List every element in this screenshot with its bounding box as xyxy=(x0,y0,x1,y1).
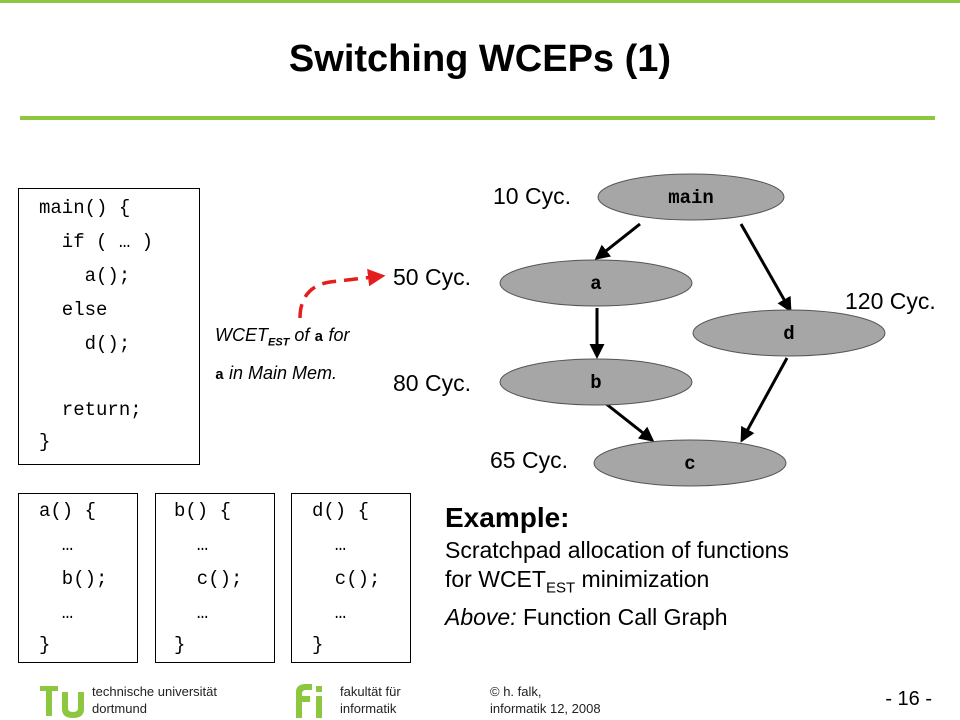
a-code-box: a() { … b(); … } xyxy=(18,493,138,663)
code-line: } xyxy=(39,431,51,453)
edge-b-c xyxy=(604,401,655,442)
cycles-a: 50 Cyc. xyxy=(393,264,471,290)
node-b xyxy=(499,358,693,406)
b-code-box: b() { … c(); … } xyxy=(155,493,275,663)
node-a xyxy=(499,259,693,307)
code-line: … xyxy=(312,534,347,556)
code-line: … xyxy=(174,534,209,556)
node-main xyxy=(597,173,785,221)
code-line: … xyxy=(39,534,74,556)
code-line: b(); xyxy=(39,568,108,590)
top-accent-line xyxy=(0,0,960,3)
cycles-d: 120 Cyc. xyxy=(845,288,936,314)
example-line-3: Above: Function Call Graph xyxy=(445,603,728,630)
edge-main-a xyxy=(594,222,641,260)
node-d xyxy=(692,309,886,357)
example-line-1: Scratchpad allocation of functions xyxy=(445,537,789,563)
code-line: return; xyxy=(39,399,142,421)
code-line: … xyxy=(39,602,74,624)
code-line: a(); xyxy=(39,265,131,287)
slide-title: Switching WCEPs (1) xyxy=(288,38,672,80)
fi-logo-icon xyxy=(296,684,322,718)
edge-d-c xyxy=(740,357,789,443)
annotation-line-2: a in Main Mem. xyxy=(215,362,338,384)
code-line: … xyxy=(174,602,209,624)
example-block: Example: Scratchpad allocation of functi… xyxy=(445,500,945,632)
node-a-label: a xyxy=(590,273,601,295)
example-heading: Example: xyxy=(445,502,570,533)
wcet-annotation: WCETEST of a for a in Main Mem. xyxy=(215,320,445,391)
code-line: c(); xyxy=(312,568,381,590)
example-line-2: for WCETEST minimization xyxy=(445,566,710,597)
code-line: if ( … ) xyxy=(39,231,154,253)
code-line: main() { xyxy=(39,197,131,219)
code-line: } xyxy=(39,634,51,656)
node-c-label: c xyxy=(684,453,695,475)
code-line: else xyxy=(39,299,108,321)
wcet-pointer-arrow xyxy=(298,268,386,319)
code-line: } xyxy=(312,634,324,656)
main-code-box: main() { if ( … ) a(); else d(); return;… xyxy=(18,188,200,465)
edge-main-d xyxy=(739,223,792,313)
node-d-label: d xyxy=(783,323,794,345)
cycles-b: 80 Cyc. xyxy=(393,370,471,396)
code-line: } xyxy=(174,634,186,656)
annotation-line-1: WCETEST of a for xyxy=(215,325,350,349)
code-line: d() { xyxy=(312,500,370,522)
code-line: c(); xyxy=(174,568,243,590)
title-underline xyxy=(20,116,935,120)
tu-logo-icon xyxy=(40,686,84,718)
code-line: a() { xyxy=(39,500,97,522)
node-b-label: b xyxy=(590,372,601,394)
code-line: b() { xyxy=(174,500,232,522)
node-main-label: main xyxy=(668,187,714,209)
university-name: technische universität dortmund xyxy=(92,684,218,716)
author-credit: © h. falk, informatik 12, 2008 xyxy=(490,684,601,716)
page-number: - 16 - xyxy=(885,688,932,710)
faculty-name: fakultät für informatik xyxy=(340,684,401,716)
cycles-c: 65 Cyc. xyxy=(490,447,568,473)
code-line: … xyxy=(312,602,347,624)
cycles-main: 10 Cyc. xyxy=(493,183,571,209)
node-c xyxy=(593,439,787,487)
code-line: d(); xyxy=(39,333,131,355)
d-code-box: d() { … c(); … } xyxy=(291,493,411,663)
